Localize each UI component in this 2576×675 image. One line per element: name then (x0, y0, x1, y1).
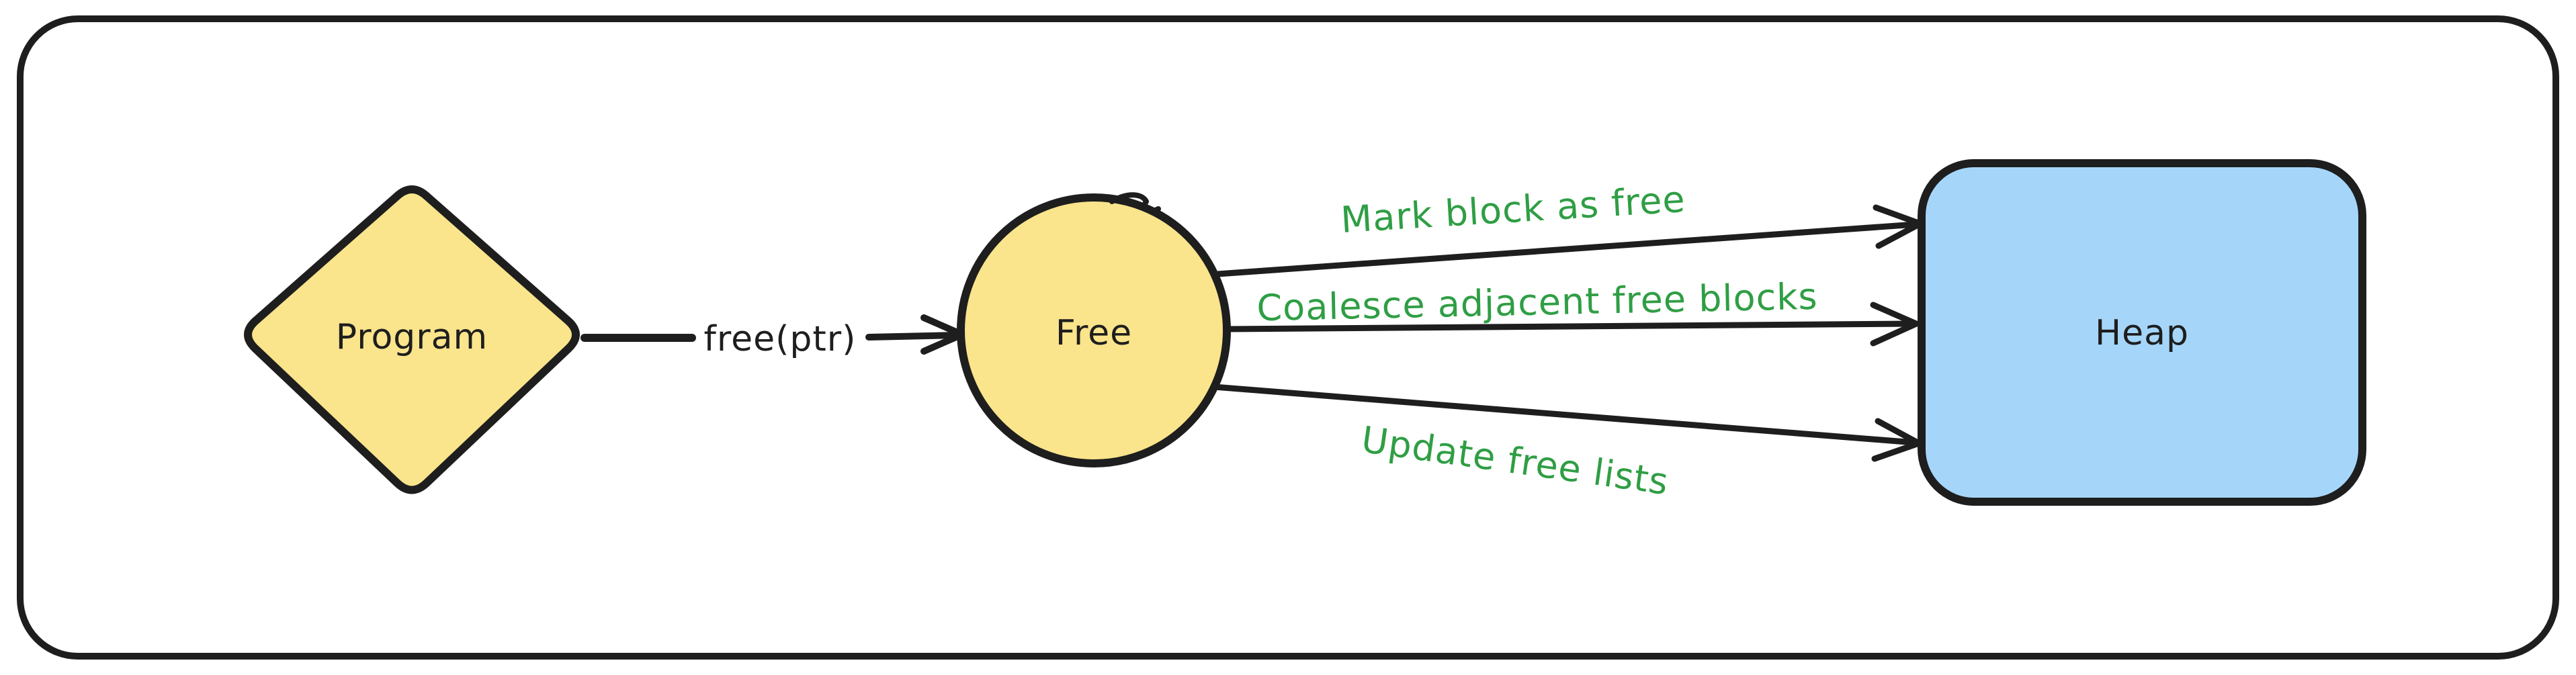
heap-rect-shape (1918, 159, 2366, 506)
edge-call-line-right (865, 332, 960, 341)
edge-update-label: Update free lists (1359, 418, 1671, 504)
program-node: Program (244, 185, 580, 494)
sketch-squiggle (1109, 192, 1161, 214)
edge-update: Update free lists (1211, 384, 1922, 504)
edge-coalesce-arrowhead-icon (1870, 302, 1920, 347)
edge-call: free(ptr) (581, 314, 965, 359)
edge-coalesce-line (1223, 320, 1916, 332)
edge-mark: Mark block as free (1214, 178, 1924, 277)
edge-mark-line (1214, 221, 1920, 277)
edge-call-label: free(ptr) (704, 319, 857, 359)
edge-mark-label: Mark block as free (1340, 178, 1687, 241)
edge-update-line (1211, 384, 1918, 446)
heap-node-label: Heap (2095, 313, 2189, 353)
free-node-label: Free (1056, 313, 1132, 353)
heap-node: Heap (1918, 159, 2366, 506)
edge-coalesce: Coalesce adjacent free blocks (1223, 275, 1920, 347)
free-node: Free (957, 192, 1231, 467)
program-node-label: Program (336, 317, 488, 357)
program-diamond-shape (244, 185, 580, 494)
outer-frame (17, 15, 2559, 660)
edge-coalesce-label: Coalesce adjacent free blocks (1256, 275, 1818, 329)
